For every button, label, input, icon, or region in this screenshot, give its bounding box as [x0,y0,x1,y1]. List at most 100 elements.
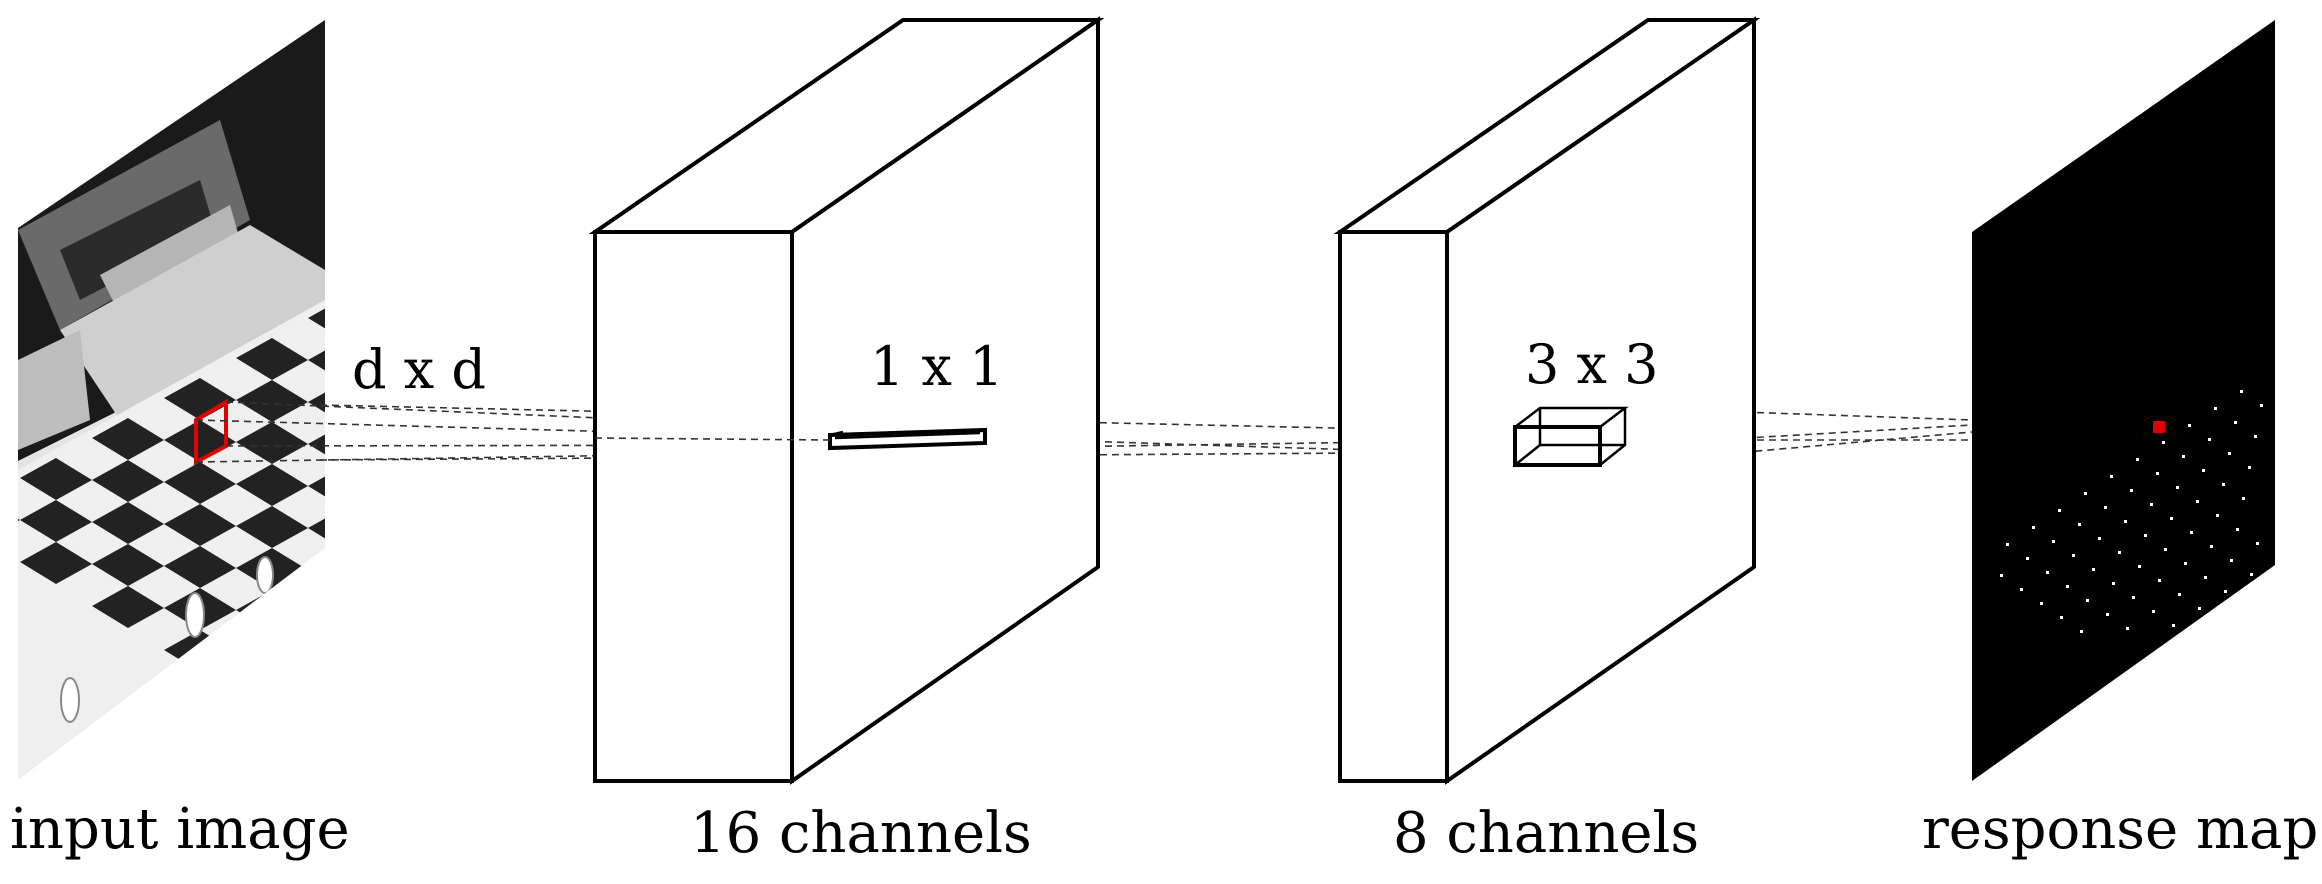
layer2-front-face [1338,230,1449,783]
response-dot [2176,486,2179,489]
checker-square [308,634,325,676]
checker-square [452,428,524,470]
response-dot [2006,543,2009,546]
response-dot [2136,458,2139,461]
checker-square [236,338,308,380]
checker-square [236,632,308,674]
kernel-1x1-label: 1 x 1 [870,335,1004,398]
response-dot [2242,497,2245,500]
response-dot [2162,441,2165,444]
response-dot [2026,557,2029,560]
response-dot [2080,630,2083,633]
response-dot [2032,526,2035,529]
response-dot [2058,509,2061,512]
checker-square [524,430,596,472]
response-dot [2204,576,2207,579]
checker-square [236,380,308,422]
response-dot [2240,390,2243,393]
response-dot [2214,407,2217,410]
checker-square [20,542,92,584]
kernel-1x1 [828,427,987,451]
response-dot [2092,568,2095,571]
response-dot [2040,602,2043,605]
response-dot [2150,503,2153,506]
response-dots [2000,390,2263,633]
checker-square [380,552,452,594]
patch-size-label: d x d [352,338,486,401]
response-dot [2254,435,2257,438]
response-dot [2152,610,2155,613]
checker-square [92,586,164,628]
response-dot [2224,590,2227,593]
response-dot [2208,438,2211,441]
layer1-label: 16 channels [690,801,1032,866]
checker-square [18,498,20,540]
response-dot [2046,571,2049,574]
checker-square [92,418,164,460]
response-dot [2086,599,2089,602]
checker-square [308,592,325,634]
response-dot [2104,506,2107,509]
checker-square [92,460,164,502]
checker-square [20,500,92,542]
kernel-3x3-label: 3 x 3 [1525,333,1659,396]
checker-square [92,544,164,586]
response-dot [2178,593,2181,596]
response-dot [2228,452,2231,455]
layer1-front-face [593,230,794,783]
response-dot [2060,616,2063,619]
response-dot [2158,579,2161,582]
response-dot [2164,548,2167,551]
response-dot [2170,517,2173,520]
response-dot [2188,424,2191,427]
layer-8-channels [1333,16,1761,785]
response-map-panel [1972,20,2275,781]
checker-square [164,462,236,504]
checker-square [524,514,596,556]
response-dot [2198,607,2201,610]
checker-square [164,504,236,546]
checker-square [452,554,524,596]
response-dot [2216,514,2219,517]
response-dot [2118,551,2121,554]
response-dot [2156,472,2159,475]
response-dot [2182,455,2185,458]
response-dot [2112,582,2115,585]
checker-square [164,546,236,588]
response-dot [2106,613,2109,616]
layer2-label: 8 channels [1393,801,1699,866]
input-image [18,20,596,780]
response-map [1972,20,2275,781]
checker-square [236,674,308,716]
checker-square [380,468,452,510]
response-map-label: response map [1922,797,2318,862]
input-image-label: input image [10,797,350,862]
response-dot [2260,404,2263,407]
response-dot [2098,537,2101,540]
response-dot [2020,588,2023,591]
response-dot [2202,469,2205,472]
layer-16-channels [588,16,1105,785]
checker-square [20,458,92,500]
checker-square [308,550,325,592]
checker-square [452,512,524,554]
response-dot [2190,531,2193,534]
response-peak [2153,421,2165,433]
checker-square [92,502,164,544]
response-dot [2078,523,2081,526]
response-dot [2052,540,2055,543]
checker-square [452,470,524,512]
response-dot [2234,421,2237,424]
checker-square [380,426,452,468]
response-dot [2248,466,2251,469]
checker-square [236,422,308,464]
response-dot [2072,554,2075,557]
response-dot [2222,483,2225,486]
response-dot [2126,627,2129,630]
checker-square [236,506,308,548]
response-dot [2236,528,2239,531]
response-dot [2130,489,2133,492]
response-dot [2230,559,2233,562]
response-dot [2124,520,2127,523]
response-dot [2000,574,2003,577]
